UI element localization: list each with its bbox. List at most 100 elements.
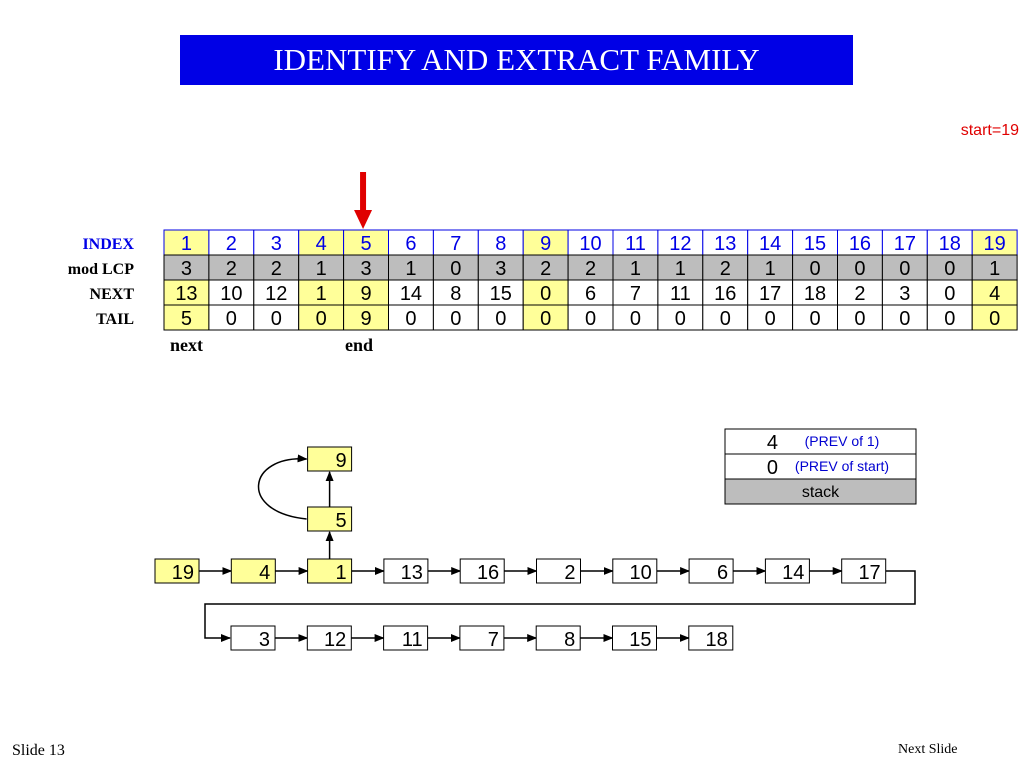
chain-node-bg [459, 625, 505, 651]
table-cell-tail-1: 5 [181, 308, 192, 330]
table-cell-next-2: 10 [220, 283, 242, 305]
start-label: start=19 [960, 122, 1019, 139]
chain-node-10: 10 [630, 562, 652, 584]
table-cell-index-13: 13 [714, 233, 736, 255]
table-cell-bg [567, 229, 614, 256]
table-cell-index-4: 4 [316, 233, 327, 255]
table-cell-bg [298, 304, 345, 331]
table-cell-index-14: 14 [759, 233, 781, 255]
table-cell-next-11: 7 [630, 283, 641, 305]
chain-node-16: 16 [477, 562, 499, 584]
table-cell-bg [477, 229, 524, 256]
table-cell-index-2: 2 [226, 233, 237, 255]
table-cell-bg [881, 304, 928, 331]
table-cell-bg [702, 304, 749, 331]
next-pointer-label: next [170, 335, 203, 355]
table-cell-bg [567, 304, 614, 331]
row-label-index: INDEX [82, 236, 134, 253]
table-cell-tail-12: 0 [675, 308, 686, 330]
table-cell-bg [163, 279, 210, 306]
table-cell-bg [747, 254, 794, 281]
table-cell-tail-11: 0 [630, 308, 641, 330]
chain-node-17: 17 [858, 562, 880, 584]
chain-node-13: 13 [401, 562, 423, 584]
table-cell-next-1: 13 [175, 283, 197, 305]
table-cell-tail-6: 0 [405, 308, 416, 330]
table-cell-tail-10: 0 [585, 308, 596, 330]
table-cell-mod-lcp-5: 3 [360, 258, 371, 280]
table-cell-bg [253, 229, 300, 256]
table-cell-bg [522, 254, 569, 281]
chain-node-5: 5 [335, 510, 346, 532]
table-cell-next-6: 14 [400, 283, 422, 305]
table-cell-tail-19: 0 [989, 308, 1000, 330]
table-cell-mod-lcp-9: 2 [540, 258, 551, 280]
table-cell-bg [657, 304, 704, 331]
table-cell-index-1: 1 [181, 233, 192, 255]
stack-entry-note: (PREV of 1) [805, 433, 880, 449]
table-cell-mod-lcp-17: 0 [899, 258, 910, 280]
chain-node-12: 12 [324, 629, 346, 651]
chain-node-bg [459, 558, 505, 584]
table-cell-next-15: 18 [804, 283, 826, 305]
chain-node-18: 18 [706, 629, 728, 651]
table-cell-next-18: 0 [944, 283, 955, 305]
table-cell-next-7: 8 [450, 283, 461, 305]
table-cell-mod-lcp-7: 0 [450, 258, 461, 280]
table-cell-tail-18: 0 [944, 308, 955, 330]
chain-node-bg [230, 558, 276, 584]
table-cell-index-10: 10 [579, 233, 601, 255]
table-cell-tail-16: 0 [854, 308, 865, 330]
table-cell-mod-lcp-4: 1 [316, 258, 327, 280]
table-cell-bg [971, 254, 1018, 281]
table-cell-mod-lcp-11: 1 [630, 258, 641, 280]
table-cell-next-14: 17 [759, 283, 781, 305]
table-cell-tail-9: 0 [540, 308, 551, 330]
table-cell-bg [477, 304, 524, 331]
next-slide-link[interactable]: Next Slide [898, 742, 958, 757]
table-cell-bg [253, 304, 300, 331]
table-cell-bg [298, 279, 345, 306]
table-cell-bg [971, 304, 1018, 331]
table-cell-next-4: 1 [316, 283, 327, 305]
table-cell-index-16: 16 [849, 233, 871, 255]
table-cell-tail-13: 0 [720, 308, 731, 330]
table-cell-bg [343, 229, 390, 256]
table-cell-tail-15: 0 [809, 308, 820, 330]
table-cell-tail-5: 9 [360, 308, 371, 330]
stack-label: stack [802, 484, 840, 501]
table-cell-index-15: 15 [804, 233, 826, 255]
table-cell-index-8: 8 [495, 233, 506, 255]
stack-entry-bg [724, 453, 917, 480]
table-cell-index-9: 9 [540, 233, 551, 255]
chain-node-bg [612, 625, 657, 651]
table-cell-mod-lcp-13: 2 [720, 258, 731, 280]
table-cell-bg [522, 279, 569, 306]
table-cell-next-9: 0 [540, 283, 551, 305]
table-cell-next-16: 2 [854, 283, 865, 305]
stack-label-bg [724, 478, 917, 505]
chain-back-link [257, 454, 308, 520]
chain-node-8: 8 [564, 629, 575, 651]
chain-node-2: 2 [564, 562, 575, 584]
chain-node-bg [383, 625, 429, 651]
table-cell-next-3: 12 [265, 283, 287, 305]
table-cell-bg [612, 304, 659, 331]
table-cell-bg [971, 279, 1018, 306]
chain-node-4: 4 [259, 562, 270, 584]
table-cell-bg [926, 229, 973, 256]
current-pointer-arrow-head [354, 210, 373, 229]
table-cell-tail-3: 0 [271, 308, 282, 330]
table-cell-next-8: 15 [490, 283, 512, 305]
chain-node-bg [307, 558, 353, 584]
row-label-mod-lcp: mod LCP [68, 261, 134, 278]
table-cell-bg [343, 279, 390, 306]
table-cell-bg [792, 254, 838, 281]
table-cell-bg [208, 304, 255, 331]
table-cell-bg [208, 229, 255, 256]
table-cell-mod-lcp-10: 2 [585, 258, 596, 280]
table-cell-mod-lcp-16: 0 [854, 258, 865, 280]
chain-node-bg [764, 558, 810, 584]
